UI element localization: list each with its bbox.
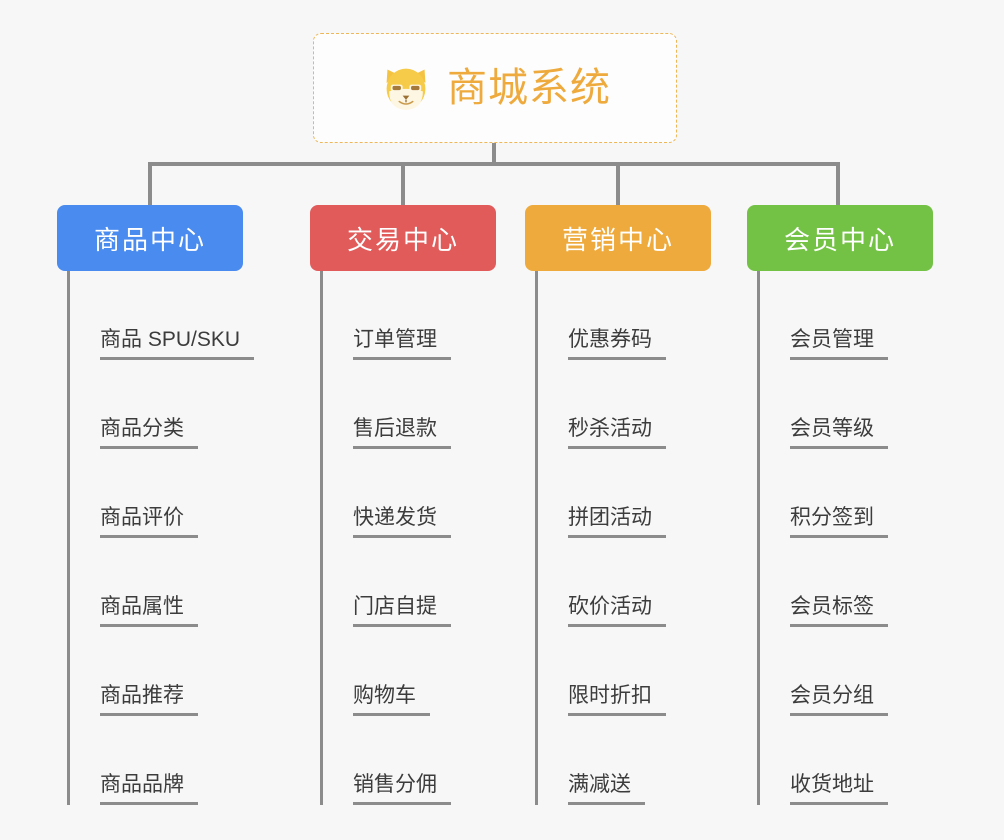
branch-header-1[interactable]: 交易中心 <box>310 205 496 271</box>
branch-header-3[interactable]: 会员中心 <box>747 205 933 271</box>
leaf-item[interactable]: 会员分组 <box>760 627 933 716</box>
connector-root-trunk <box>492 143 496 164</box>
shiba-dog-face-icon <box>386 68 426 110</box>
branch-leaf-list-1: 订单管理 售后退款 快递发货 门店自提 购物车 销售分佣 <box>320 271 496 805</box>
leaf-item-label: 积分签到 <box>790 506 888 538</box>
branch-header-label-2: 营销中心 <box>561 224 674 255</box>
leaf-item-label: 优惠券码 <box>568 328 666 360</box>
leaf-item[interactable]: 积分签到 <box>760 449 933 538</box>
leaf-item-label: 销售分佣 <box>353 773 451 805</box>
leaf-item-label: 商品评价 <box>100 506 198 538</box>
branch-column-3: 会员中心 会员管理 会员等级 积分签到 会员标签 会员分组 收货地址 <box>747 205 933 805</box>
leaf-item[interactable]: 订单管理 <box>323 271 496 360</box>
leaf-item[interactable]: 售后退款 <box>323 360 496 449</box>
connector-horizontal-bus <box>150 162 840 166</box>
branch-leaf-list-2: 优惠券码 秒杀活动 拼团活动 砍价活动 限时折扣 满减送 <box>535 271 711 805</box>
leaf-item-label: 秒杀活动 <box>568 417 666 449</box>
branch-leaf-list-0: 商品 SPU/SKU 商品分类 商品评价 商品属性 商品推荐 商品品牌 <box>67 271 255 805</box>
leaf-item[interactable]: 优惠券码 <box>538 271 711 360</box>
leaf-item-label: 会员标签 <box>790 595 888 627</box>
leaf-item-label: 收货地址 <box>790 773 888 805</box>
leaf-item[interactable]: 商品属性 <box>70 538 254 627</box>
connector-drop-1 <box>401 162 405 207</box>
leaf-item[interactable]: 砍价活动 <box>538 538 711 627</box>
root-node-card[interactable]: 商城系统 <box>313 33 677 143</box>
connector-drop-3 <box>836 162 840 207</box>
leaf-item-label: 拼团活动 <box>568 506 666 538</box>
leaf-item-label: 商品分类 <box>100 417 198 449</box>
leaf-item-label: 订单管理 <box>353 328 451 360</box>
leaf-item-label: 购物车 <box>353 684 430 716</box>
branch-header-0[interactable]: 商品中心 <box>57 205 243 271</box>
leaf-item[interactable]: 限时折扣 <box>538 627 711 716</box>
leaf-item-label: 快递发货 <box>353 506 451 538</box>
leaf-item-label: 商品 SPU/SKU <box>100 328 255 360</box>
leaf-item-label: 砍价活动 <box>568 595 666 627</box>
leaf-item[interactable]: 商品分类 <box>70 360 254 449</box>
connector-drop-0 <box>148 162 152 207</box>
leaf-item[interactable]: 收货地址 <box>760 716 933 805</box>
leaf-item[interactable]: 销售分佣 <box>323 716 496 805</box>
leaf-item-label: 满减送 <box>568 773 645 805</box>
leaf-item[interactable]: 满减送 <box>538 716 711 805</box>
leaf-item[interactable]: 快递发货 <box>323 449 496 538</box>
leaf-item-label: 商品推荐 <box>100 684 198 716</box>
leaf-item-label: 商品品牌 <box>100 773 198 805</box>
leaf-item[interactable]: 门店自提 <box>323 538 496 627</box>
leaf-item[interactable]: 商品品牌 <box>70 716 254 805</box>
branch-header-label-1: 交易中心 <box>346 224 459 255</box>
branch-column-0: 商品中心 商品 SPU/SKU 商品分类 商品评价 商品属性 商品推荐 商品品牌 <box>57 205 255 805</box>
leaf-item[interactable]: 秒杀活动 <box>538 360 711 449</box>
leaf-item[interactable]: 拼团活动 <box>538 449 711 538</box>
leaf-item-label: 限时折扣 <box>568 684 666 716</box>
leaf-item[interactable]: 商品推荐 <box>70 627 254 716</box>
branch-leaf-list-3: 会员管理 会员等级 积分签到 会员标签 会员分组 收货地址 <box>757 271 933 805</box>
branch-header-label-3: 会员中心 <box>783 224 896 255</box>
branch-column-1: 交易中心 订单管理 售后退款 快递发货 门店自提 购物车 销售分佣 <box>310 205 496 805</box>
leaf-item-label: 会员管理 <box>790 328 888 360</box>
leaf-item[interactable]: 会员等级 <box>760 360 933 449</box>
branch-header-2[interactable]: 营销中心 <box>525 205 711 271</box>
leaf-item[interactable]: 会员管理 <box>760 271 933 360</box>
leaf-item[interactable]: 购物车 <box>323 627 496 716</box>
branch-header-label-0: 商品中心 <box>93 224 206 255</box>
leaf-item[interactable]: 商品 SPU/SKU <box>70 271 255 360</box>
leaf-item[interactable]: 会员标签 <box>760 538 933 627</box>
leaf-item-label: 售后退款 <box>353 417 451 449</box>
leaf-item-label: 门店自提 <box>353 595 451 627</box>
branch-column-2: 营销中心 优惠券码 秒杀活动 拼团活动 砍价活动 限时折扣 满减送 <box>525 205 711 805</box>
leaf-item-label: 会员等级 <box>790 417 888 449</box>
leaf-item-label: 商品属性 <box>100 595 198 627</box>
leaf-item-label: 会员分组 <box>790 684 888 716</box>
leaf-item[interactable]: 商品评价 <box>70 449 254 538</box>
connector-drop-2 <box>616 162 620 207</box>
root-node-title: 商城系统 <box>447 66 611 110</box>
